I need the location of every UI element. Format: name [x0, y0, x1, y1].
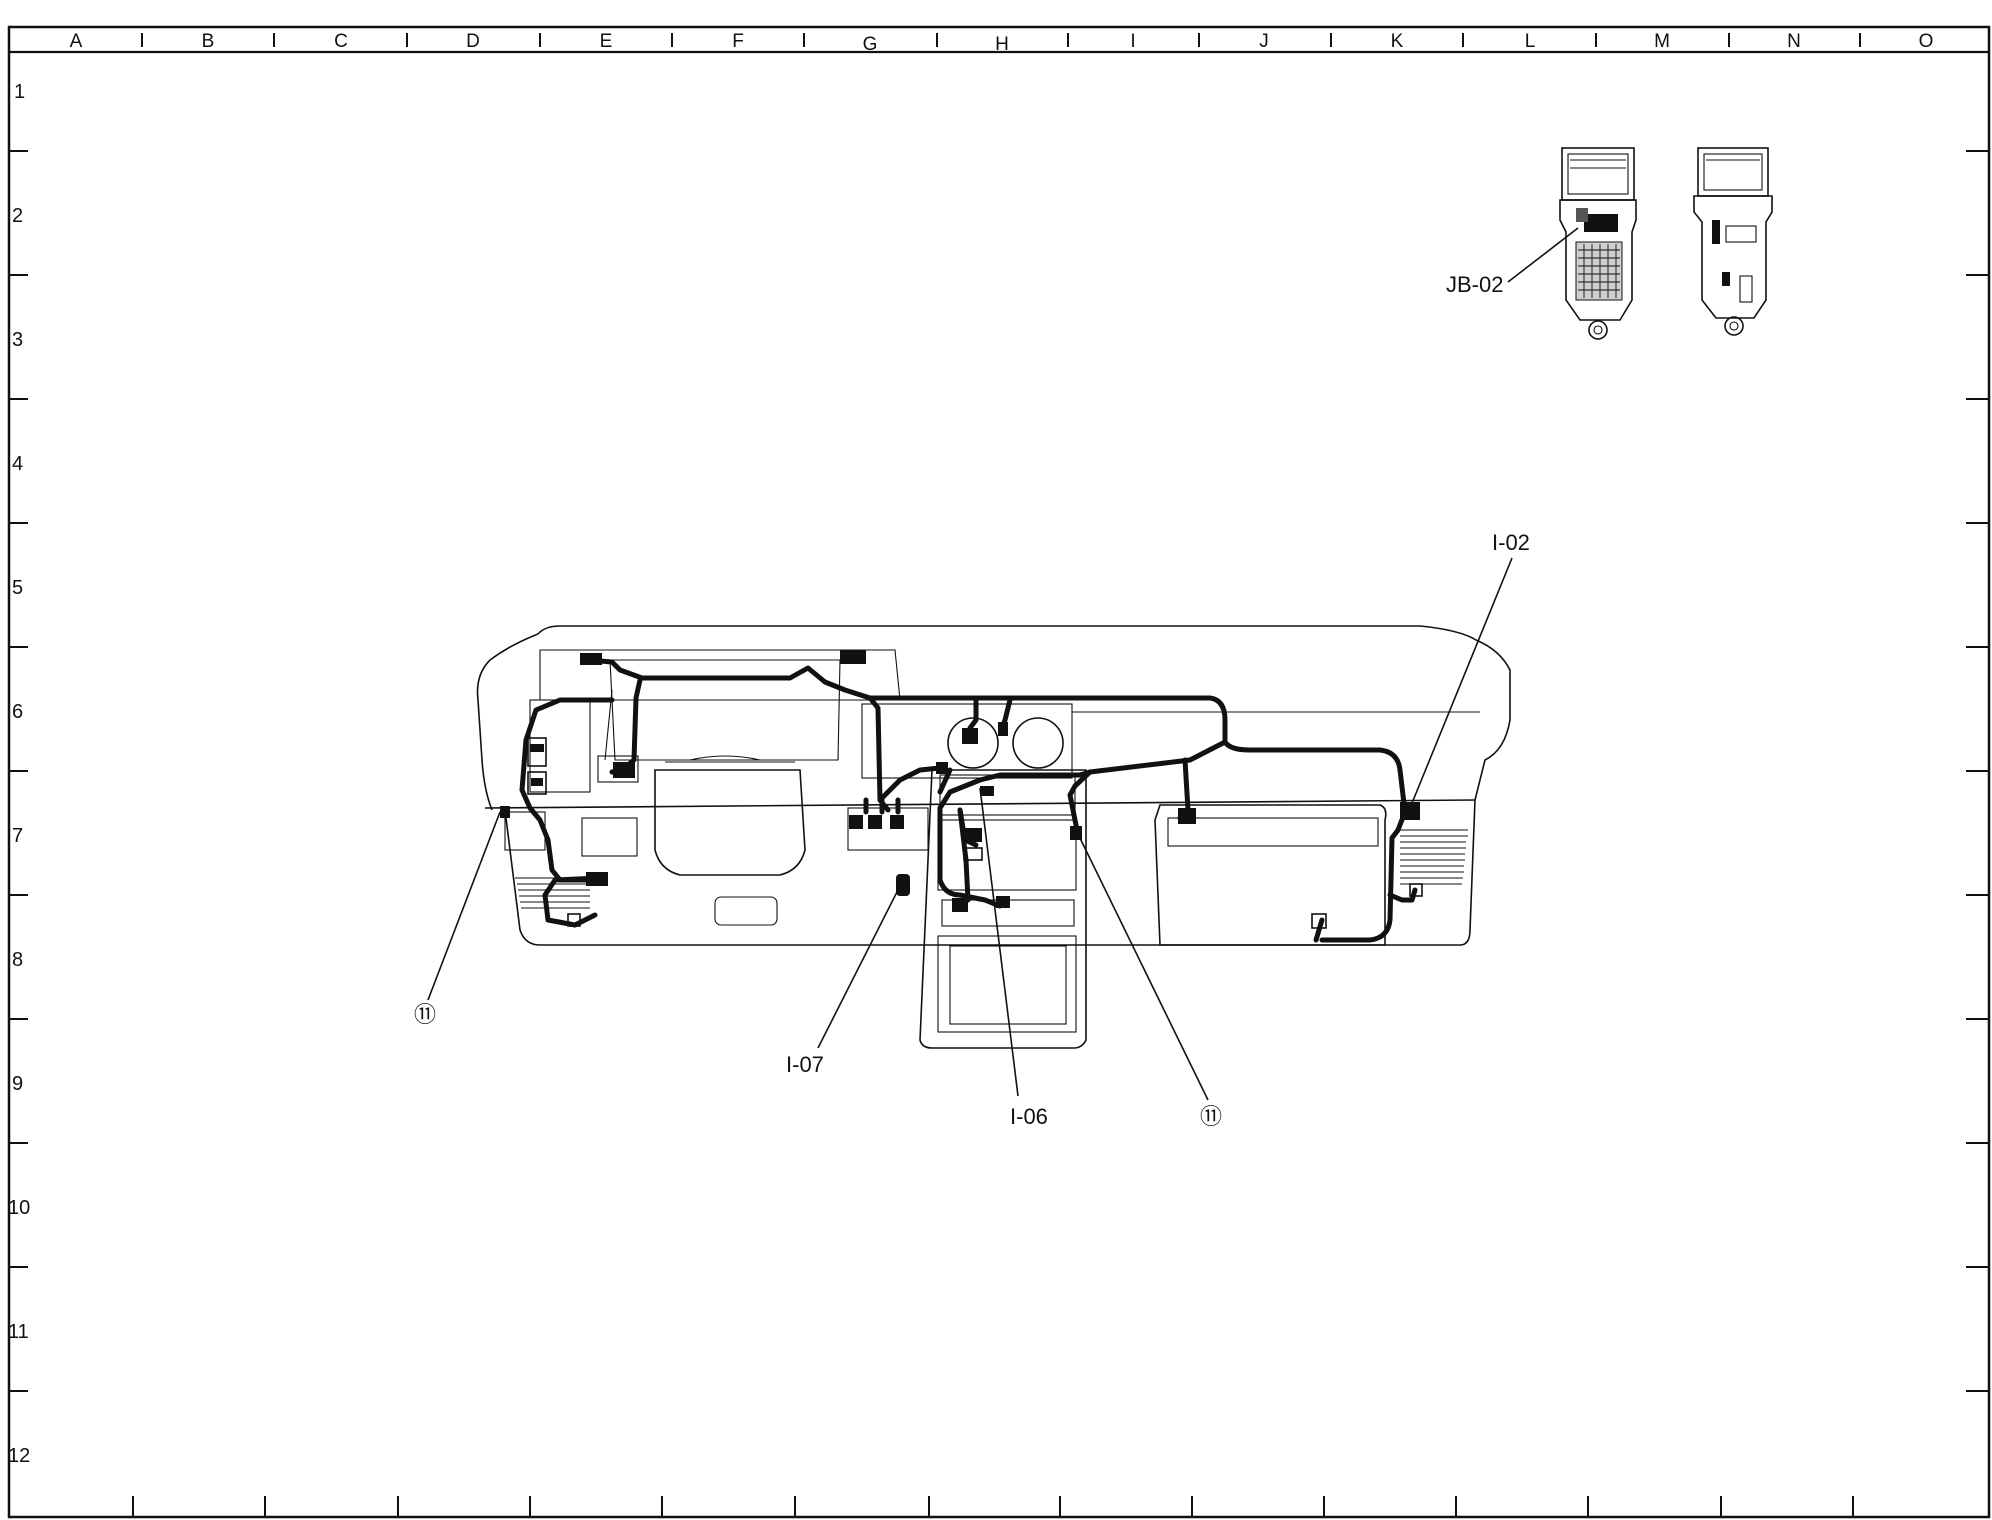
column-ticks-top — [141, 33, 1861, 47]
row-label: 9 — [12, 1073, 23, 1095]
column-label: G — [863, 34, 878, 55]
column-label: N — [1787, 31, 1801, 52]
callout-labels: JB-02 I-02 I-07 I-06 ⑪ ⑪ — [414, 272, 1530, 1129]
callout-i-07: I-07 — [786, 1052, 824, 1077]
row-ticks-left — [9, 150, 28, 1392]
column-label: J — [1259, 31, 1269, 52]
row-ticks-right — [1966, 150, 1989, 1392]
row-label: 5 — [12, 577, 23, 599]
row-label: 1 — [14, 81, 25, 103]
row-label: 4 — [12, 453, 23, 475]
dashboard-outline — [476, 625, 1511, 1049]
column-label: K — [1391, 31, 1404, 52]
column-label: F — [732, 31, 744, 52]
row-label: 7 — [12, 825, 23, 847]
wire-harness — [519, 657, 1418, 943]
callout-ground-left: ⑪ — [414, 1002, 436, 1027]
connectors — [500, 650, 1423, 929]
row-label: 6 — [12, 701, 23, 723]
row-label: 10 — [8, 1197, 30, 1219]
column-label: E — [600, 31, 613, 52]
column-label: L — [1525, 31, 1536, 52]
row-label: 12 — [8, 1445, 30, 1467]
diagram-frame — [7, 25, 1991, 1519]
row-label: 8 — [12, 949, 23, 971]
callout-ground-center: ⑪ — [1200, 1104, 1222, 1129]
column-label: M — [1654, 31, 1670, 52]
junction-block-front — [1559, 147, 1637, 340]
column-ticks-bottom — [132, 1496, 1854, 1516]
column-label: C — [334, 31, 348, 52]
junction-block-rear — [1693, 147, 1773, 336]
leader-lines — [427, 227, 1579, 1101]
column-label: O — [1919, 31, 1934, 52]
column-label: H — [995, 34, 1009, 55]
row-labels: 1 2 3 4 5 6 7 8 9 10 11 12 — [8, 81, 30, 1467]
callout-i-02: I-02 — [1492, 530, 1530, 555]
column-label: A — [70, 31, 83, 52]
callout-i-06: I-06 — [1010, 1104, 1048, 1129]
row-label: 3 — [12, 329, 23, 351]
column-label: D — [466, 31, 480, 52]
column-labels: A B C D E F G H I J K L M N O — [70, 31, 1934, 55]
callout-jb-02: JB-02 — [1446, 272, 1503, 297]
column-label: B — [202, 31, 215, 52]
row-label: 2 — [12, 205, 23, 227]
column-label: I — [1130, 31, 1135, 52]
row-label: 11 — [8, 1321, 29, 1343]
